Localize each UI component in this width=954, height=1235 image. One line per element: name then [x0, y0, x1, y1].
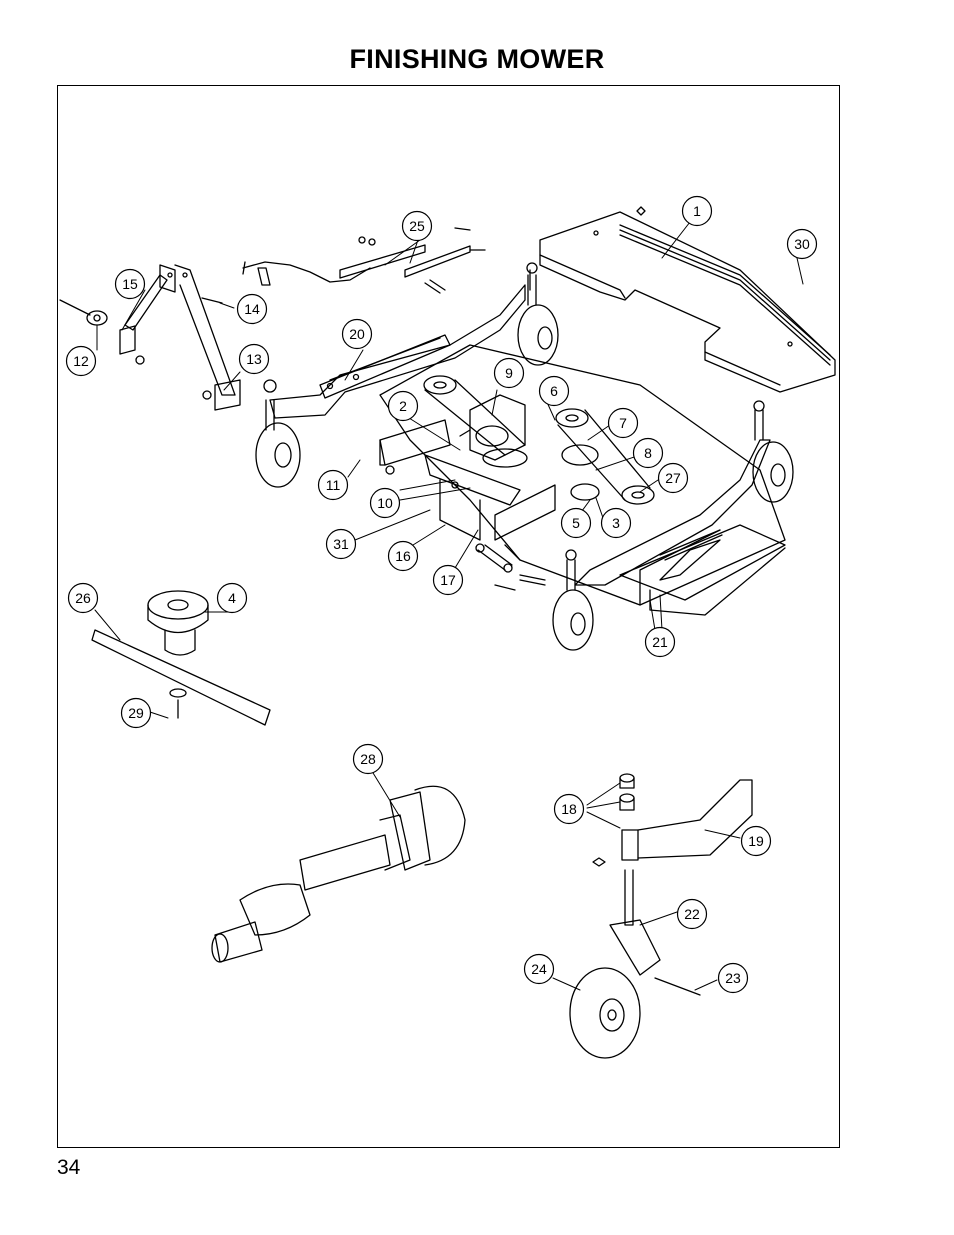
callout-17: 17: [432, 564, 464, 596]
callout-18: 18: [553, 793, 585, 825]
callout-15: 15: [114, 268, 146, 300]
callout-28: 28: [352, 743, 384, 775]
svg-text:7: 7: [619, 415, 627, 431]
callout-30: 30: [786, 228, 818, 260]
svg-text:1: 1: [693, 203, 701, 219]
svg-text:2: 2: [399, 398, 407, 414]
callout-2: 2: [387, 390, 419, 422]
svg-text:20: 20: [349, 326, 365, 342]
callout-4: 4: [216, 582, 248, 614]
svg-text:28: 28: [360, 751, 376, 767]
svg-text:15: 15: [122, 276, 138, 292]
page-title: FINISHING MOWER: [349, 44, 605, 74]
leader-lines: [94, 221, 804, 991]
svg-text:14: 14: [244, 301, 260, 317]
callout-23: 23: [717, 962, 749, 994]
svg-text:30: 30: [794, 236, 810, 252]
svg-text:27: 27: [665, 470, 681, 486]
svg-text:22: 22: [684, 906, 700, 922]
svg-text:12: 12: [73, 353, 89, 369]
callout-21: 21: [644, 626, 676, 658]
callout-25: 25: [401, 210, 433, 242]
svg-text:16: 16: [395, 548, 411, 564]
blade-spindle: [147, 590, 209, 656]
callout-11: 11: [317, 469, 349, 501]
svg-text:3: 3: [612, 515, 620, 531]
callout-16: 16: [387, 540, 419, 572]
drive-belt-left: [423, 375, 526, 456]
callout-19: 19: [740, 825, 772, 857]
hitch-bracket: [379, 419, 556, 541]
callout-27: 27: [657, 462, 689, 494]
caster-wheel-rear-right: [752, 400, 794, 503]
callout-13: 13: [238, 343, 270, 375]
callout-1: 1: [681, 195, 713, 227]
svg-text:6: 6: [550, 383, 558, 399]
caster-assembly: [569, 773, 753, 1059]
callout-29: 29: [120, 697, 152, 729]
svg-text:17: 17: [440, 572, 456, 588]
callout-5: 5: [560, 507, 592, 539]
callout-24: 24: [523, 953, 555, 985]
caster-wheel-front-left: [255, 379, 301, 488]
svg-text:18: 18: [561, 801, 577, 817]
three-point-hitch: [59, 264, 241, 411]
callout-9: 9: [493, 357, 525, 389]
svg-text:19: 19: [748, 833, 764, 849]
callout-7: 7: [607, 407, 639, 439]
callout-26: 26: [67, 582, 99, 614]
deck-frame: [269, 269, 771, 586]
chain-assembly: [201, 227, 486, 304]
callout-22: 22: [676, 898, 708, 930]
svg-text:26: 26: [75, 590, 91, 606]
svg-text:24: 24: [531, 961, 547, 977]
mower-deck: [379, 344, 786, 606]
page-number: 34: [57, 1156, 81, 1179]
svg-text:31: 31: [333, 536, 349, 552]
callout-31: 31: [325, 528, 357, 560]
callouts: 1 2 3 4 5 6 7 8 9 10 11 12 13 14 15 16 1…: [65, 195, 818, 994]
pto-driveshaft: [211, 785, 466, 963]
diagram-frame: [57, 85, 840, 1148]
callout-6: 6: [538, 375, 570, 407]
caster-wheel-front-right: [552, 549, 594, 651]
callout-10: 10: [369, 487, 401, 519]
svg-text:11: 11: [326, 477, 341, 493]
callout-8: 8: [632, 437, 664, 469]
callout-14: 14: [236, 293, 268, 325]
callout-3: 3: [600, 507, 632, 539]
svg-text:10: 10: [377, 495, 393, 511]
svg-text:9: 9: [505, 365, 513, 381]
callout-12: 12: [65, 345, 97, 377]
svg-text:13: 13: [246, 351, 262, 367]
svg-text:25: 25: [409, 218, 425, 234]
rear-shield: [539, 206, 836, 393]
drive-belt-right: [555, 408, 655, 505]
upper-link-bracket: [319, 334, 451, 399]
svg-text:29: 29: [128, 705, 144, 721]
mower-blade: [91, 629, 271, 726]
svg-text:5: 5: [572, 515, 580, 531]
svg-text:23: 23: [725, 970, 741, 986]
svg-text:8: 8: [644, 445, 652, 461]
lift-link: [475, 543, 546, 591]
caster-wheel-rear-left: [517, 262, 559, 366]
svg-text:4: 4: [228, 590, 236, 606]
svg-text:21: 21: [652, 634, 668, 650]
callout-20: 20: [341, 318, 373, 350]
